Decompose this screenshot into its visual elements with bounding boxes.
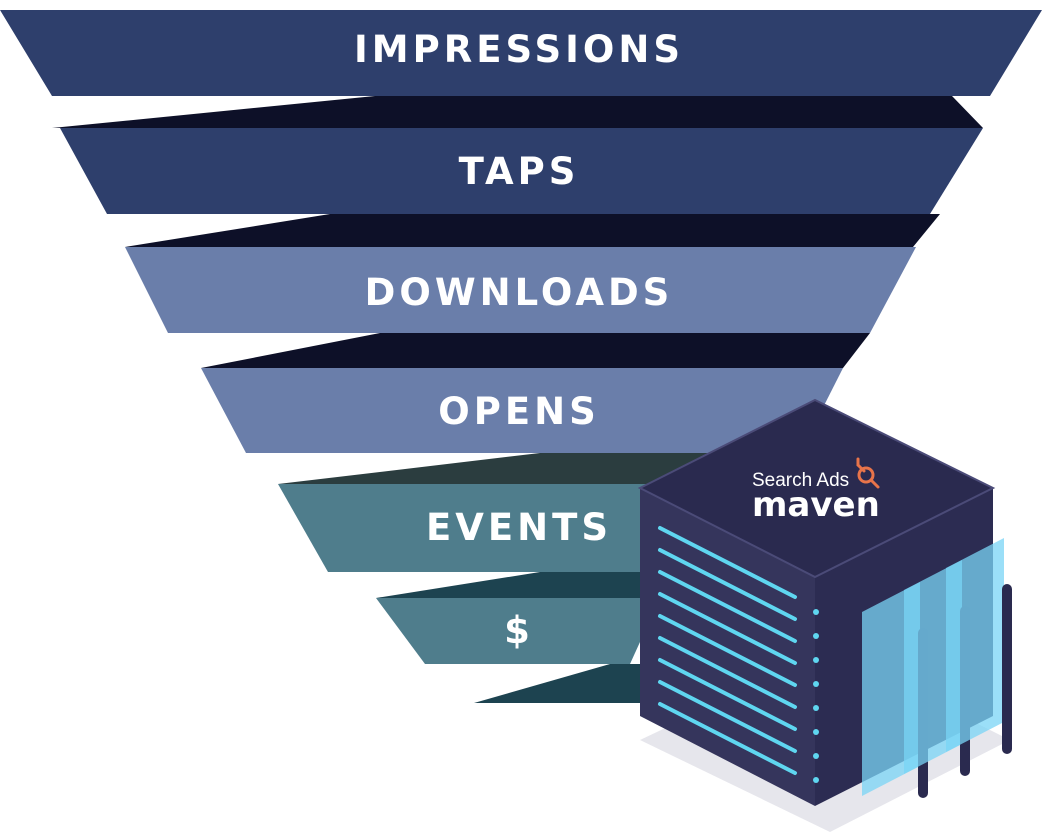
status-light	[813, 705, 819, 711]
server-status-lights	[813, 609, 819, 783]
funnel-stages: IMPRESSIONS TAPS DOWNLOADS OPENS EVENTS …	[0, 10, 1042, 664]
funnel-fold-4	[278, 453, 760, 484]
vent-7	[658, 658, 797, 731]
vent-8	[658, 680, 797, 753]
stage-events-band	[278, 484, 760, 572]
server-panels	[862, 538, 1012, 798]
brand-small-text: Search Ads	[752, 470, 849, 491]
status-light	[813, 609, 819, 615]
stage-opens-label: OPENS	[438, 390, 599, 433]
funnel-tail	[474, 664, 680, 703]
stage-taps-label: TAPS	[459, 150, 580, 193]
server-left-side	[640, 488, 815, 806]
server-panel-3	[946, 538, 1004, 752]
vent-6	[658, 636, 797, 709]
magnifier-arrow-icon	[856, 457, 880, 489]
stage-dollar-band	[376, 598, 660, 664]
status-light	[813, 729, 819, 735]
stage-impressions-band	[0, 10, 1042, 96]
stage-taps-band	[60, 128, 983, 214]
stage-dollar-label: $	[504, 609, 534, 652]
funnel-fold-5	[376, 572, 680, 598]
server-vents	[658, 526, 797, 775]
panel-handle-3	[1002, 584, 1012, 754]
funnel-fold-3	[201, 333, 870, 368]
brand-large-text: maven	[752, 485, 880, 525]
vent-2	[658, 548, 797, 621]
vent-5	[658, 614, 797, 687]
status-light	[813, 681, 819, 687]
status-light	[813, 657, 819, 663]
stage-impressions-label: IMPRESSIONS	[354, 28, 684, 71]
stage-events-label: EVENTS	[426, 506, 612, 549]
status-light	[813, 777, 819, 783]
server-top	[637, 398, 996, 579]
funnel-fold-2	[125, 214, 940, 247]
stage-downloads-label: DOWNLOADS	[365, 271, 674, 314]
status-light	[813, 753, 819, 759]
server-illustration: Search Ads maven	[637, 398, 1012, 832]
vent-9	[658, 702, 797, 775]
funnel-folds	[52, 96, 983, 703]
vent-1	[658, 526, 797, 599]
funnel-fold-1	[52, 96, 983, 128]
vent-4	[658, 592, 797, 665]
vent-3	[658, 570, 797, 643]
status-light	[813, 633, 819, 639]
stage-opens-band	[201, 368, 843, 453]
stage-downloads-band	[125, 247, 916, 333]
